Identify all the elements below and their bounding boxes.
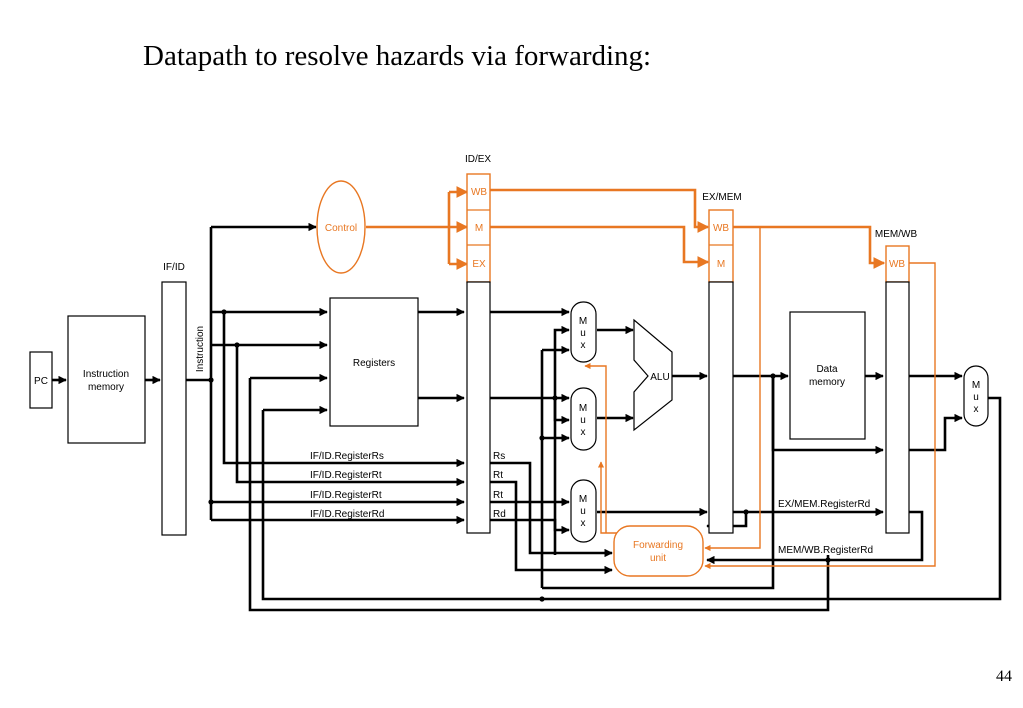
rt-label-1: Rt [493,470,503,481]
rd-label: Rd [493,509,506,520]
if-id-label: IF/ID [163,262,185,273]
reg-dst-mux: M u x [570,479,597,543]
id-ex-label: ID/EX [465,154,491,165]
alu-input-a-mux: M u x [570,301,597,363]
control-unit: Control [316,180,366,274]
register-file: Registers [329,297,419,427]
id-ex-wb-field: WB [471,187,487,198]
alu-input-b-mux: M u x [570,387,597,451]
instruction-memory-label-line1: Instruction [83,369,129,380]
registers-label: Registers [353,358,395,369]
mem-wb-register: MEM/WB WB [875,229,918,534]
if-id-register: IF/ID Instruction [161,262,206,536]
mux-wb-letter-x: x [974,404,979,415]
instruction-memory: Instruction memory [67,315,146,444]
mux-b-letter-x: x [581,427,586,438]
if-id-registerrd-label: IF/ID.RegisterRd [310,509,384,520]
ex-mem-wb-field: WB [713,223,729,234]
slide-title: Datapath to resolve hazards via forwardi… [143,40,652,72]
write-back-mux: M u x [963,365,989,427]
signal-labels: IF/ID.RegisterRs IF/ID.RegisterRt IF/ID.… [310,451,873,556]
mux-b-letter-u: u [580,415,586,426]
rt-label-2: Rt [493,490,503,501]
mem-wb-wb-field: WB [889,259,905,270]
mux-a-letter-m: M [579,316,587,327]
page-number: 44 [996,668,1012,685]
mux-wb-letter-m: M [972,380,980,391]
mux-b-letter-m: M [579,403,587,414]
ex-mem-registerrd-label: EX/MEM.RegisterRd [778,499,870,510]
ex-mem-m-field: M [717,259,725,270]
mux-a-letter-u: u [580,328,586,339]
id-ex-ex-field: EX [472,259,486,270]
data-memory-label-line2: memory [809,377,845,388]
if-id-registerrt-label-1: IF/ID.RegisterRt [310,470,382,481]
data-path-wires [52,222,1002,612]
mux-wb-letter-u: u [973,392,979,403]
alu: ALU [633,318,673,432]
mux-rd-letter-u: u [580,506,586,517]
if-id-registerrs-label: IF/ID.RegisterRs [310,451,384,462]
instruction-label: Instruction [195,326,206,372]
forwarding-unit-label-line2: unit [650,553,666,564]
ex-mem-label: EX/MEM [702,192,741,203]
forwarding-unit-label-line1: Forwarding [633,540,683,551]
data-memory-label-line1: Data [816,364,838,375]
rs-label: Rs [493,451,505,462]
control-path-wires [366,186,936,570]
id-ex-register: ID/EX WB M EX [465,154,491,534]
control-label: Control [325,223,357,234]
mux-rd-letter-x: x [581,518,586,529]
mem-wb-label: MEM/WB [875,229,918,240]
mem-wb-registerrd-label: MEM/WB.RegisterRd [778,545,873,556]
pc-label: PC [34,376,48,387]
forwarding-unit: Forwarding unit [613,525,704,577]
data-memory: Data memory [789,311,866,440]
mux-rd-letter-m: M [579,494,587,505]
alu-label: ALU [650,372,669,383]
ex-mem-register: EX/MEM WB M [702,192,742,534]
pc-register: PC [29,351,53,409]
id-ex-m-field: M [475,223,483,234]
mux-a-letter-x: x [581,340,586,351]
instruction-memory-label-line2: memory [88,382,124,393]
if-id-registerrt-label-2: IF/ID.RegisterRt [310,490,382,501]
